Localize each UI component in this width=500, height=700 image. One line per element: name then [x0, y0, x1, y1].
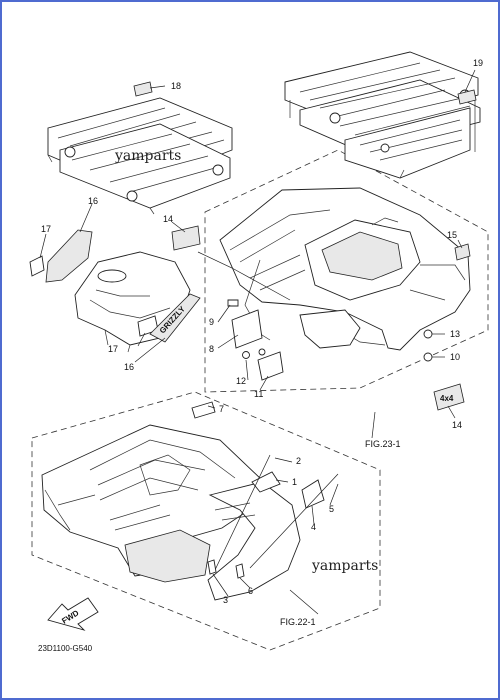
forward-arrow-icon: FWD: [47, 597, 99, 631]
drawing-code: 23D1100-G540: [38, 644, 93, 653]
figure-ref-rear: FIG.23-1: [365, 439, 401, 449]
part-number-14-upper: 14: [163, 214, 173, 224]
nut-13: [423, 329, 433, 339]
plate-11: [257, 351, 284, 381]
part-number-labels: 18 19 16 17 14 15 9 8 17 16 12 11 13 10 …: [41, 58, 483, 605]
part-number-13: 13: [450, 329, 460, 339]
part-number-3: 3: [223, 595, 228, 605]
part-number-17-upper: 17: [41, 224, 51, 234]
part-number-16-lower: 16: [124, 362, 134, 372]
badge-4x4-text: 4x4: [440, 394, 454, 403]
part-number-19: 19: [473, 58, 483, 68]
washer-10: [423, 352, 433, 362]
clip-6: [235, 563, 245, 579]
front-fender: [41, 424, 301, 601]
sticker-18: [133, 81, 153, 97]
bracket-7: [191, 401, 216, 419]
rivet-9: [227, 299, 239, 307]
watermark-bottom: yamparts: [311, 558, 378, 574]
part-number-14-lower: 14: [452, 420, 462, 430]
rear-carrier-rack: [284, 51, 481, 179]
grommet-12: [242, 351, 250, 359]
badge-4x4: 4x4: [433, 383, 465, 411]
part-number-16-upper: 16: [88, 196, 98, 206]
figure-ref-front: FIG.22-1: [280, 617, 316, 627]
sticker-14-rear: [171, 225, 201, 251]
rear-fender: [219, 187, 471, 351]
part-number-2: 2: [296, 456, 301, 466]
part-number-12: 12: [236, 376, 246, 386]
part-number-7: 7: [219, 404, 224, 414]
rear-assembly-boundary: [204, 149, 489, 393]
side-cover-left: [45, 229, 93, 283]
part-number-17-lower: 17: [108, 344, 118, 354]
sticker-15: [454, 243, 471, 261]
clip-3: [207, 559, 217, 575]
front-carrier-rack: [47, 97, 233, 215]
grommet-12b: [258, 348, 266, 356]
sticker-19: [457, 89, 477, 105]
label-17-upper: [29, 255, 45, 277]
tank-cover: [74, 251, 191, 353]
plate-8: [231, 309, 263, 349]
watermark-top: yamparts: [114, 148, 181, 164]
front-assembly-boundary: [31, 391, 381, 651]
bolt-2: [214, 454, 271, 571]
part-number-18: 18: [171, 81, 181, 91]
bolt-5: [249, 473, 339, 569]
reflector-1: [251, 471, 281, 493]
part-number-5: 5: [329, 504, 334, 514]
part-number-6: 6: [248, 586, 253, 596]
part-number-11: 11: [254, 389, 263, 399]
part-number-4: 4: [311, 522, 316, 532]
part-number-10: 10: [450, 352, 460, 362]
leader-lines: [39, 69, 476, 615]
part-number-15: 15: [447, 230, 457, 240]
part-number-1: 1: [292, 477, 297, 487]
part-number-9: 9: [209, 317, 214, 327]
part-number-8: 8: [209, 344, 214, 354]
reflector-4: [301, 479, 325, 509]
